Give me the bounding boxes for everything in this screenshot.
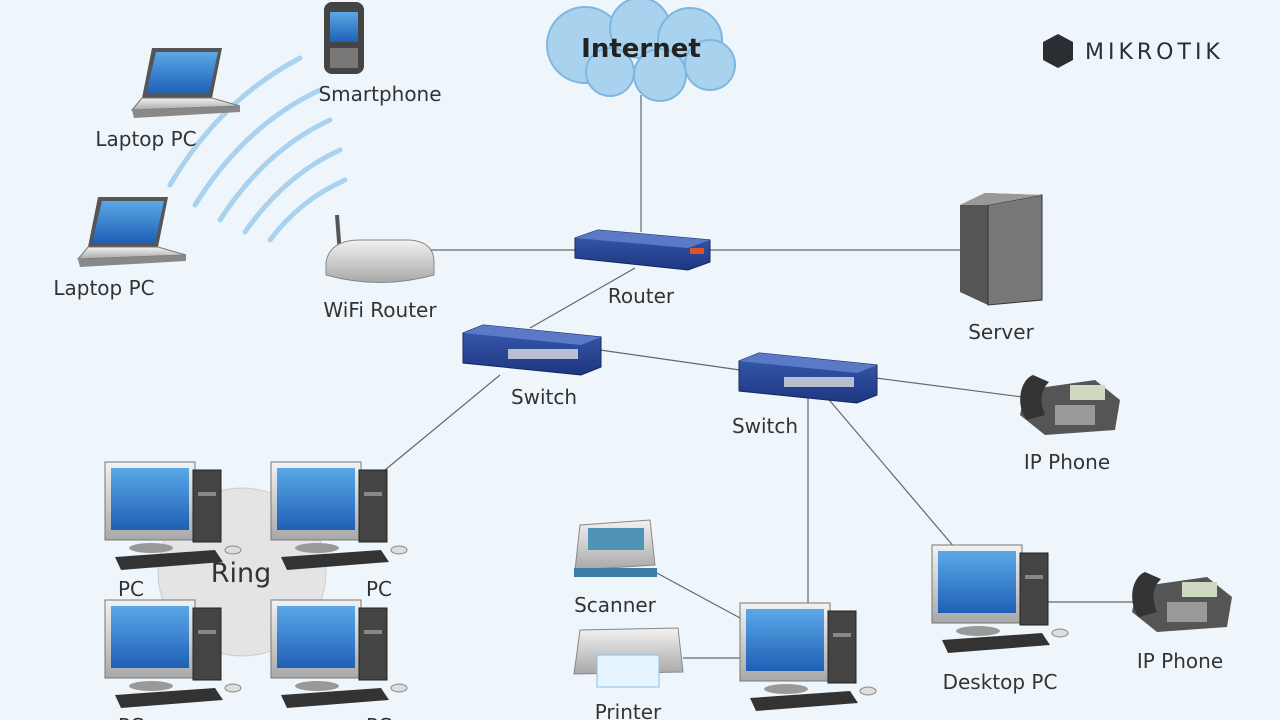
router-label: Router [608,284,675,308]
ip-phone1-label: IP Phone [1024,450,1110,474]
server-icon [960,193,1043,306]
ip-phone-icon [1020,375,1120,435]
link-scanner-pc [654,571,741,619]
ring-label: Ring [211,558,272,589]
laptop-icon [131,47,241,119]
desktop-pc-label: Desktop PC [943,670,1058,694]
smartphone-label: Smartphone [318,82,441,106]
laptop-icon [77,196,187,268]
smartphone-icon [324,2,364,74]
pc1-label: PC [118,577,144,601]
internet-label: Internet [581,34,701,64]
laptop1-label: Laptop PC [95,127,196,151]
switch1-label: Switch [511,385,577,409]
link-router-switch1 [529,267,636,329]
pc3-label: PC [118,714,144,720]
switch-icon [462,324,602,376]
link-switch2-desktop [824,394,956,549]
scanner-label: Scanner [574,593,657,617]
logo-text: MIKROTIK [1085,40,1224,65]
pc-icon [270,599,408,709]
printer-icon [573,627,684,688]
internet-cloud-icon [546,0,736,102]
wifi-router-icon [325,214,435,283]
pc4-label: PC [366,714,392,720]
desktop-pc-icon [931,544,1069,654]
pc-icon [739,602,877,712]
switch-icon [738,352,878,404]
server-label: Server [968,320,1034,344]
ip-phone2-label: IP Phone [1137,649,1223,673]
pc2-label: PC [366,577,392,601]
pc-icon [104,599,242,709]
printer-label: Printer [595,700,662,720]
link-switch2-ipphone [875,377,1031,399]
links [384,95,1140,659]
link-switch1-ring [384,374,501,471]
link-switch1-switch2 [599,349,741,371]
router-icon [574,229,711,271]
mikrotik-logo-icon [1043,34,1073,68]
ip-phone-icon [1132,572,1232,632]
scanner-icon [574,519,657,577]
wifi-router-label: WiFi Router [323,298,437,322]
switch2-label: Switch [732,414,798,438]
logo: MIKROTIK [1043,34,1224,68]
laptop2-label: Laptop PC [53,276,154,300]
